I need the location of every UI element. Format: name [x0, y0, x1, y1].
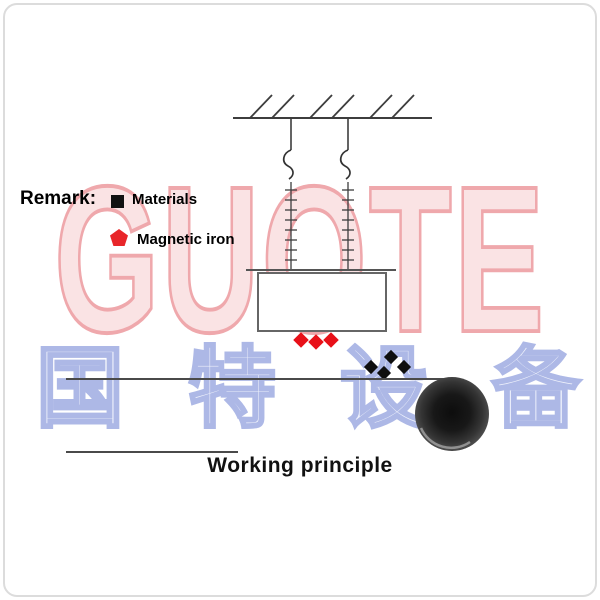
chain-left	[285, 182, 297, 270]
hook-right-icon	[339, 149, 351, 180]
hanger-rods	[290, 118, 349, 150]
magnetic-iron-particles	[293, 332, 339, 350]
materials-label: Materials	[132, 191, 198, 208]
ceiling-support	[233, 94, 432, 119]
magnetic-iron-label: Magnetic iron	[137, 231, 235, 248]
materials-swatch-icon	[111, 195, 124, 208]
material-particle	[396, 359, 412, 375]
ceiling-hatch-marks	[249, 94, 415, 119]
hook-left-icon	[282, 149, 294, 180]
drum-body	[415, 377, 489, 451]
suspension-hooks	[282, 149, 351, 180]
material-particle	[383, 349, 399, 365]
material-particle	[376, 365, 392, 381]
watermark-chinese-text: 国特设备	[34, 338, 600, 440]
conveyor-drum-pulley	[415, 377, 489, 451]
magnetic-iron-particle	[308, 334, 324, 350]
magnetic-iron-particle	[323, 332, 339, 348]
material-particle	[363, 359, 379, 375]
drum-highlight-arc	[419, 427, 471, 450]
magnetic-iron-pentagon-icon	[110, 229, 128, 246]
page-title: Working principle	[207, 454, 393, 477]
suspension-chains	[285, 182, 354, 270]
material-particles	[363, 349, 412, 381]
magnetic-iron-particle	[293, 332, 309, 348]
chain-right	[342, 182, 354, 270]
suspended-magnet-box	[257, 272, 387, 332]
remark-label: Remark:	[20, 188, 97, 209]
